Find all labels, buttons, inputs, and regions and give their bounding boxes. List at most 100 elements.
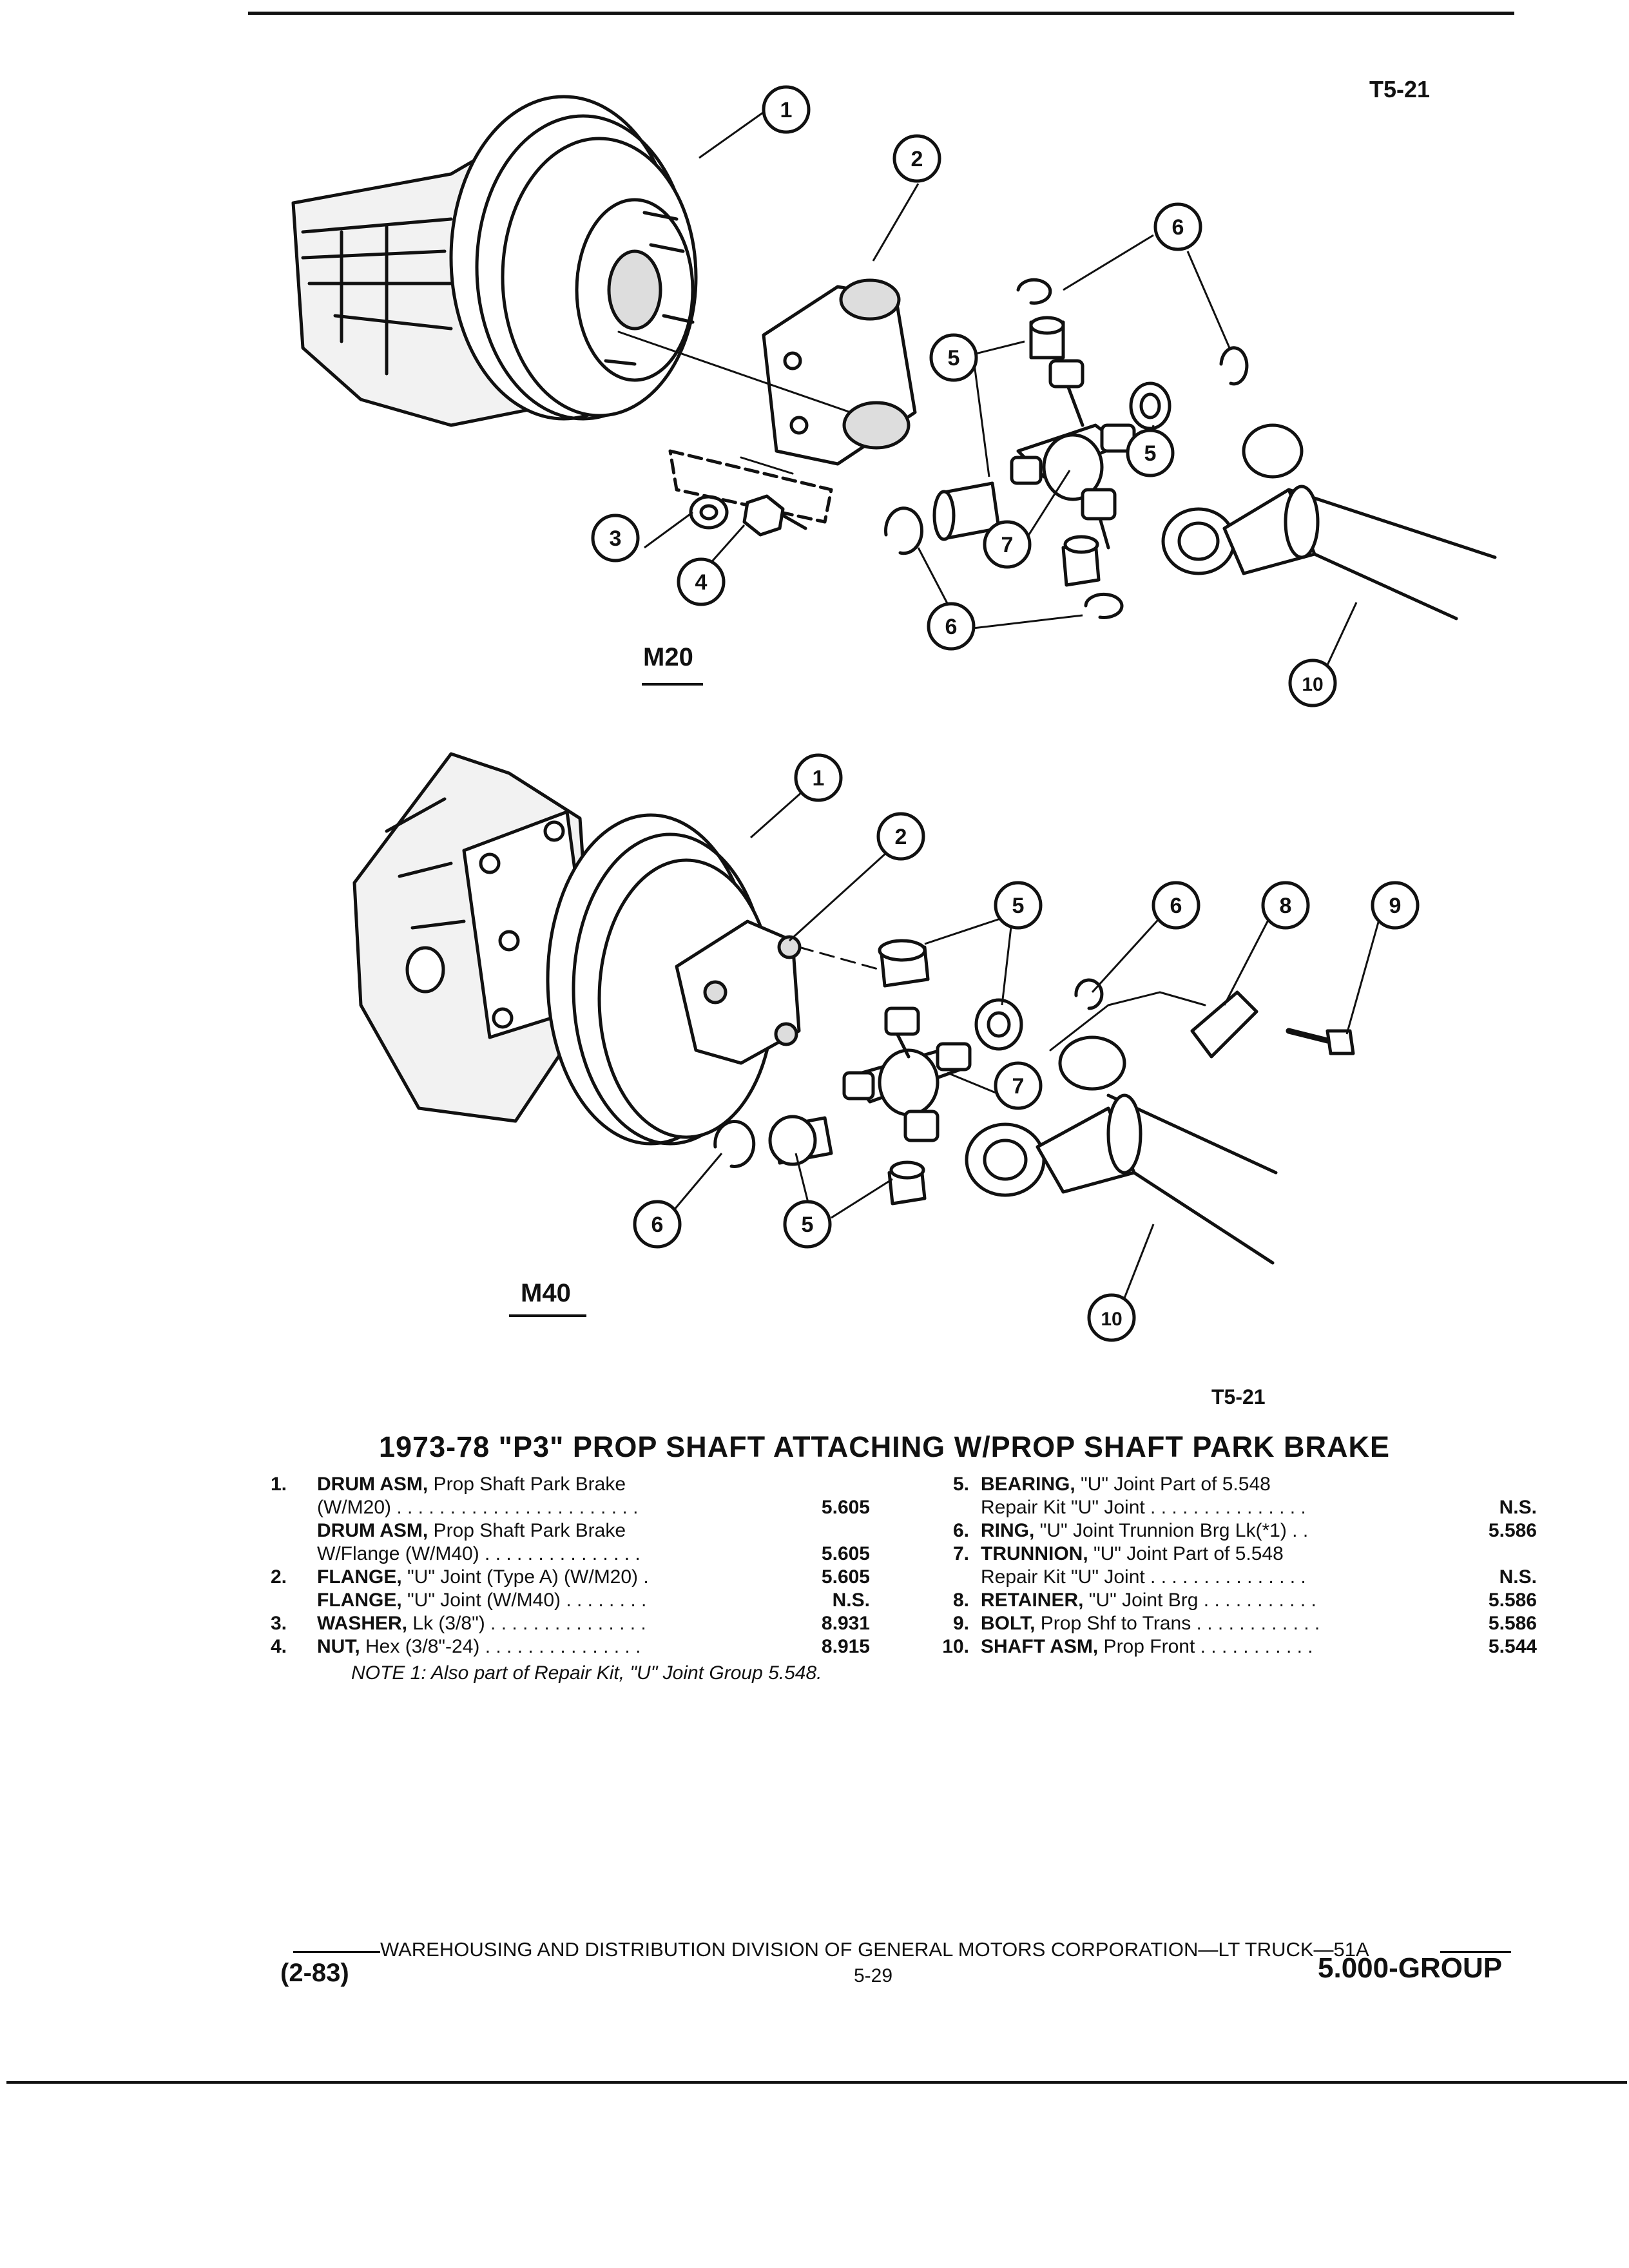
parts-list-row: 2. FLANGE, "U" Joint (Type A) (W/M20) . 5.…: [271, 1566, 870, 1589]
item-group-number: N.S.: [1499, 1566, 1537, 1588]
svg-text:5: 5: [948, 346, 960, 370]
footer-group: 5.000-GROUP: [1318, 1952, 1503, 1984]
item-name: RING,: [981, 1520, 1035, 1541]
item-number: 1.: [271, 1474, 287, 1495]
item-name: SHAFT ASM,: [981, 1636, 1099, 1657]
callout-1: 1: [794, 753, 843, 802]
callout-10: 10: [1288, 658, 1337, 707]
svg-text:9: 9: [1389, 894, 1402, 918]
diagram-m40: 1 2 5 6 8 9 7 6 5 10: [352, 752, 1420, 1342]
item-number: 9.: [952, 1613, 969, 1634]
callout-10: 10: [1087, 1293, 1136, 1342]
item-name: DRUM ASM,: [317, 1474, 429, 1495]
page-title: 1973-78 "P3" PROP SHAFT ATTACHING W/PROP…: [379, 1430, 1391, 1463]
parts-list-row: 5.BEARING, "U" Joint Part of 5.548: [934, 1473, 1537, 1496]
svg-text:6: 6: [1172, 215, 1184, 240]
callout-8: 8: [1261, 881, 1310, 930]
callout-7: 7: [983, 520, 1032, 569]
item-detail: "U" Joint Part of 5.548: [1075, 1474, 1271, 1495]
model-underline-m20: [642, 683, 703, 686]
item-number: [934, 1566, 981, 1589]
item-detail: "U" Joint (Type A) (W/M20) .: [401, 1566, 649, 1588]
item-group-number: 8.931: [821, 1613, 870, 1634]
item-detail: "U" Joint (W/M40) . . . . . . . .: [401, 1590, 647, 1611]
item-detail: Repair Kit "U" Joint . . . . . . . . . .…: [981, 1497, 1306, 1518]
svg-text:5: 5: [1012, 894, 1025, 918]
item-description: DRUM ASM, Prop Shaft Park Brake: [317, 1473, 780, 1496]
model-label-m40: M40: [521, 1279, 571, 1307]
callout-5: 5: [994, 881, 1043, 930]
footer-line: WAREHOUSING AND DISTRIBUTION DIVISION OF…: [380, 1938, 1369, 1961]
svg-text:1: 1: [780, 98, 793, 122]
callout-4: 4: [677, 557, 726, 606]
model-label-m20: M20: [643, 643, 693, 671]
item-name: FLANGE,: [317, 1590, 402, 1611]
item-group-number: N.S.: [832, 1590, 870, 1611]
item-group-number: 5.586: [1488, 1613, 1537, 1634]
item-detail: Prop Front . . . . . . . . . . .: [1098, 1636, 1313, 1657]
svg-text:5: 5: [802, 1213, 814, 1237]
item-number: 7.: [952, 1543, 969, 1564]
callout-5: 5: [783, 1200, 832, 1249]
item-number: [934, 1496, 981, 1519]
item-name: FLANGE,: [317, 1566, 402, 1588]
svg-text:2: 2: [895, 825, 907, 849]
parts-list-row: 9.BOLT, Prop Shf to Trans . . . . . . . …: [934, 1612, 1537, 1635]
item-group-number: 5.586: [1488, 1590, 1537, 1611]
item-description: RING, "U" Joint Trunnion Brg Lk(*1) . .: [981, 1519, 1440, 1542]
item-description: (W/M20) . . . . . . . . . . . . . . . . …: [317, 1496, 780, 1519]
diagram-m20: 1 2 6 5 5 3 7 4 6 10: [291, 85, 1497, 707]
callout-5: 5: [1126, 428, 1175, 477]
callout-6: 6: [633, 1200, 682, 1249]
item-number: [271, 1542, 317, 1566]
item-number: 10.: [942, 1636, 969, 1657]
svg-text:3: 3: [610, 526, 622, 551]
footer-rule-left: [293, 1951, 380, 1953]
item-number: 8.: [952, 1590, 969, 1611]
item-name: NUT,: [317, 1636, 360, 1657]
callout-6: 6: [1153, 202, 1202, 251]
item-description: TRUNNION, "U" Joint Part of 5.548: [981, 1542, 1440, 1566]
parts-list-left: 1. DRUM ASM, Prop Shaft Park Brake(W/M20)…: [271, 1473, 870, 1658]
parts-list-row: DRUM ASM, Prop Shaft Park Brake: [271, 1519, 870, 1542]
svg-text:6: 6: [651, 1213, 664, 1237]
item-number: 2.: [271, 1566, 287, 1588]
item-group-number: 5.605: [821, 1543, 870, 1564]
callout-1: 1: [762, 85, 811, 134]
item-detail: "U" Joint Part of 5.548: [1088, 1543, 1284, 1564]
item-detail: Prop Shaft Park Brake: [428, 1474, 626, 1495]
item-name: DRUM ASM,: [317, 1520, 429, 1541]
item-group-number: [780, 1519, 870, 1542]
figure-ref-top: T5-21: [1369, 76, 1431, 102]
item-description: FLANGE, "U" Joint (W/M40) . . . . . . . …: [317, 1589, 780, 1612]
svg-text:1: 1: [813, 766, 825, 791]
item-group-number: [1440, 1542, 1537, 1566]
item-number: 4.: [271, 1636, 287, 1657]
item-number: [271, 1496, 317, 1519]
item-detail: "U" Joint Trunnion Brg Lk(*1) . .: [1034, 1520, 1309, 1541]
svg-text:6: 6: [945, 615, 958, 639]
svg-text:10: 10: [1302, 674, 1323, 695]
item-group-number: N.S.: [1499, 1497, 1537, 1518]
item-name: BEARING,: [981, 1474, 1075, 1495]
item-description: Repair Kit "U" Joint . . . . . . . . . .…: [981, 1496, 1440, 1519]
item-name: TRUNNION,: [981, 1543, 1088, 1564]
item-group-number: [780, 1473, 870, 1496]
item-group-number: [1440, 1473, 1537, 1496]
figure-ref-bottom: T5-21: [1211, 1385, 1266, 1408]
item-description: SHAFT ASM, Prop Front . . . . . . . . . …: [981, 1635, 1440, 1658]
callout-7: 7: [994, 1061, 1043, 1110]
callout-2: 2: [876, 812, 925, 861]
item-description: W/Flange (W/M40) . . . . . . . . . . . .…: [317, 1542, 780, 1566]
item-group-number: 8.915: [821, 1636, 870, 1657]
item-detail: (W/M20) . . . . . . . . . . . . . . . . …: [317, 1497, 639, 1518]
item-detail: Prop Shaft Park Brake: [428, 1520, 626, 1541]
item-description: BEARING, "U" Joint Part of 5.548: [981, 1473, 1440, 1496]
item-detail: Repair Kit "U" Joint . . . . . . . . . .…: [981, 1566, 1306, 1588]
item-group-number: 5.605: [821, 1566, 870, 1588]
parts-list-row: FLANGE, "U" Joint (W/M40) . . . . . . . …: [271, 1589, 870, 1612]
item-detail: "U" Joint Brg . . . . . . . . . . .: [1083, 1590, 1316, 1611]
item-group-number: 5.605: [821, 1497, 870, 1518]
callout-2: 2: [892, 134, 941, 183]
